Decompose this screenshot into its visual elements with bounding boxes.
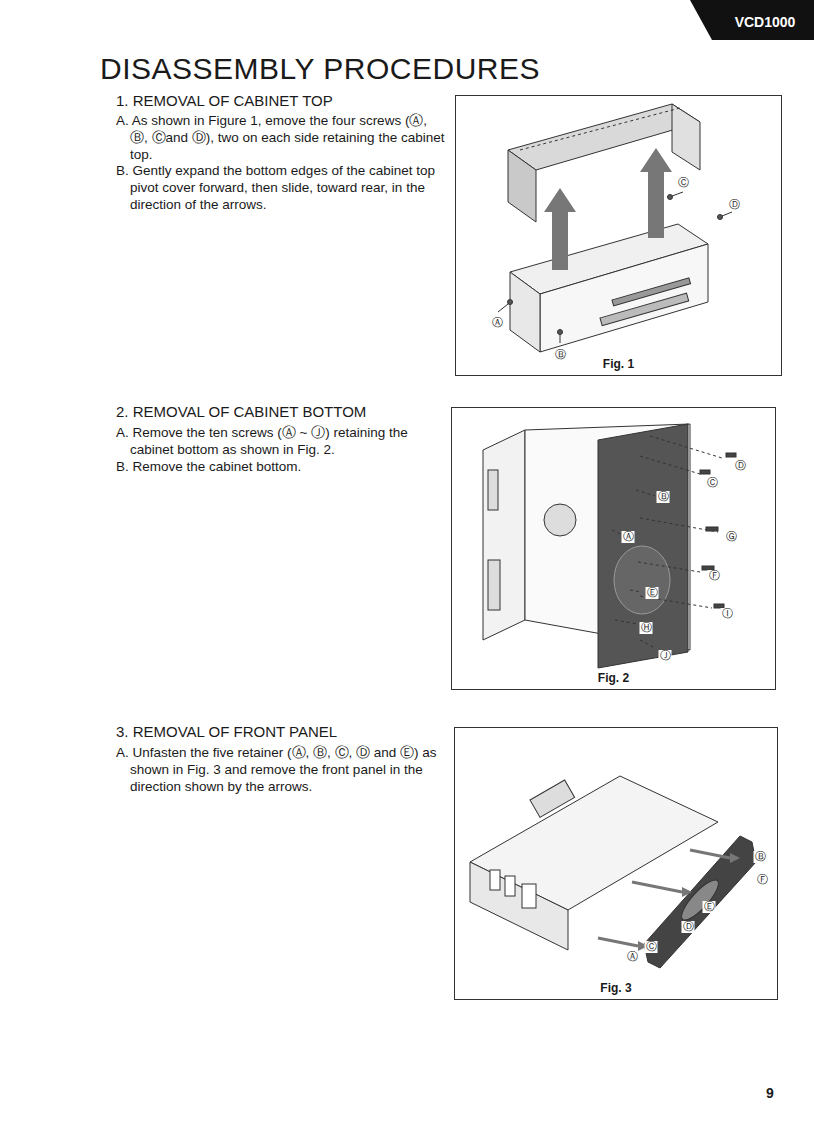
callout-letter: Ⓖ bbox=[725, 531, 738, 543]
callout-letter: Ⓑ bbox=[657, 491, 670, 503]
callout-letter: Ⓕ bbox=[756, 874, 769, 886]
model-tab: VCD1000 bbox=[690, 0, 814, 40]
page-number: 9 bbox=[766, 1085, 774, 1101]
fig2-drawing bbox=[483, 424, 736, 668]
section-heading: 2. REMOVAL OF CABINET BOTTOM bbox=[116, 403, 366, 421]
callout-letter: Ⓐ bbox=[491, 317, 504, 329]
callout-letter: Ⓘ bbox=[721, 608, 734, 620]
figure-caption: Fig. 1 bbox=[456, 357, 781, 371]
figure-caption: Fig. 3 bbox=[455, 981, 777, 995]
callout-letter: Ⓐ bbox=[626, 951, 639, 963]
page-title: DISASSEMBLY PROCEDURES bbox=[100, 52, 540, 86]
instruction-text: B. Gently expand the bottom edges of the… bbox=[116, 162, 448, 213]
instruction-text: B. Remove the cabinet bottom. bbox=[116, 458, 448, 475]
fig1-drawing bbox=[498, 104, 732, 352]
section-heading: 3. REMOVAL OF FRONT PANEL bbox=[116, 723, 337, 741]
figure-frame: Fig. 1 bbox=[455, 95, 782, 376]
callout-letter: Ⓓ bbox=[728, 199, 741, 211]
callout-letter: Ⓒ bbox=[706, 477, 719, 489]
callout-letter: Ⓕ bbox=[708, 570, 721, 582]
callout-letter: Ⓐ bbox=[622, 531, 635, 543]
instruction-text: A. Remove the ten screws (Ⓐ ~ Ⓙ) retaini… bbox=[116, 424, 448, 458]
callout-letter: Ⓓ bbox=[682, 921, 695, 933]
instruction-text: A. Unfasten the five retainer (Ⓐ, Ⓑ, Ⓒ, … bbox=[116, 744, 448, 795]
callout-letter: Ⓓ bbox=[734, 460, 747, 472]
model-name: VCD1000 bbox=[690, 0, 814, 30]
callout-letter: Ⓙ bbox=[659, 650, 672, 662]
figure-frame: Fig. 2 bbox=[451, 407, 776, 690]
callout-letter: Ⓒ bbox=[677, 177, 690, 189]
figure-frame: Fig. 3 bbox=[454, 727, 778, 1000]
callout-letter: Ⓔ bbox=[646, 587, 659, 599]
callout-letter: Ⓑ bbox=[554, 349, 567, 361]
callout-letter: Ⓔ bbox=[703, 901, 716, 913]
callout-letter: Ⓑ bbox=[754, 851, 767, 863]
section-heading: 1. REMOVAL OF CABINET TOP bbox=[116, 92, 333, 110]
callout-letter: Ⓗ bbox=[640, 622, 653, 634]
figure-caption: Fig. 2 bbox=[452, 671, 775, 685]
callout-letter: Ⓒ bbox=[645, 941, 658, 953]
fig3-drawing bbox=[470, 776, 756, 968]
instruction-text: A. As shown in Figure 1, emove the four … bbox=[116, 112, 448, 163]
